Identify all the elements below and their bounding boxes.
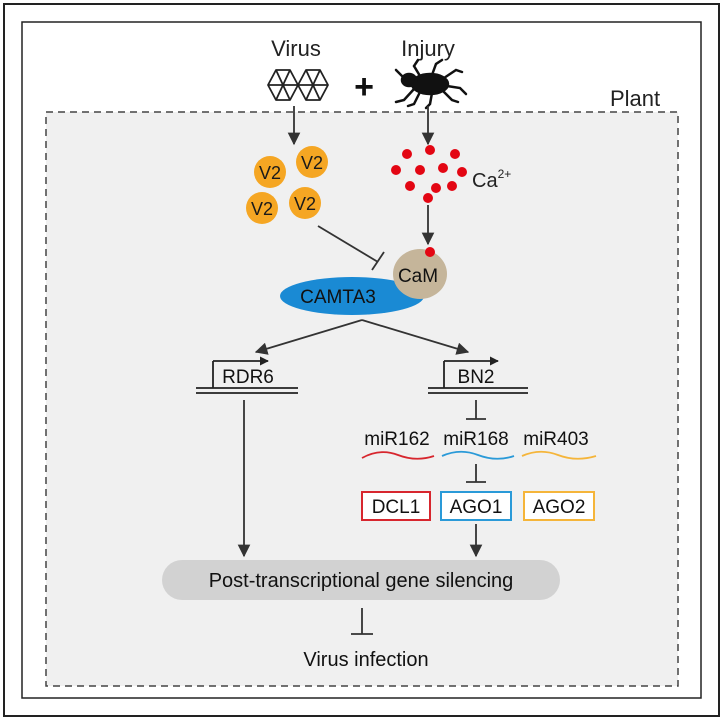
ago2-box — [523, 491, 595, 521]
virus-capsid-icon — [267, 69, 329, 101]
v2-protein-2: V2 — [296, 146, 328, 178]
v2-protein-1: V2 — [254, 156, 286, 188]
outer-frame — [3, 3, 720, 717]
mir403-strand — [521, 450, 597, 460]
cam-bound-calcium — [425, 247, 435, 257]
mir168-inhibits-ago1 — [466, 464, 486, 483]
bn2-gene: BN2 — [428, 356, 528, 394]
mir168-label: miR168 — [443, 429, 508, 450]
v2-inhibits-camta3 — [317, 225, 385, 271]
dcl1-label: DCL1 — [372, 497, 421, 518]
injury-label: Injury — [401, 36, 455, 61]
v2-label: V2 — [259, 163, 281, 183]
plant-label: Plant — [610, 86, 660, 111]
calcium-label: Ca2+ — [472, 167, 511, 192]
virus-infection-label: Virus infection — [303, 649, 428, 671]
bn2-label: BN2 — [458, 367, 495, 388]
v2-label: V2 — [301, 153, 323, 173]
cam-label: CaM — [398, 266, 438, 287]
mir162-strand — [361, 451, 435, 460]
ago1-box — [440, 491, 512, 521]
v2-protein-3: V2 — [246, 192, 278, 224]
mir162-label: miR162 — [364, 429, 429, 450]
plus-sign: + — [354, 68, 374, 106]
ptgs-box — [162, 560, 560, 600]
ago2-label: AGO2 — [533, 497, 586, 518]
camta3-to-rdr6-arrow — [254, 319, 363, 355]
virus-label: Virus — [271, 36, 321, 61]
rdr6-label: RDR6 — [222, 367, 274, 388]
dcl1-box — [361, 491, 431, 521]
calcium-ions — [391, 145, 467, 203]
cam-protein — [393, 249, 447, 299]
mir403-label: miR403 — [523, 429, 588, 450]
inner-frame — [21, 21, 702, 699]
ago1-label: AGO1 — [450, 497, 503, 518]
mir168-strand — [441, 450, 515, 460]
v2-protein-4: V2 — [289, 187, 321, 219]
ptgs-label: Post-transcriptional gene silencing — [209, 570, 514, 592]
v2-label: V2 — [294, 194, 316, 214]
bn2-inhibits-mir168 — [466, 400, 486, 420]
camta3-label: CAMTA3 — [300, 287, 376, 308]
ptgs-inhibits-virus-infection — [351, 608, 373, 635]
insect-icon — [394, 58, 468, 110]
camta3-to-bn2-arrow — [361, 319, 470, 355]
camta3-protein — [280, 277, 424, 315]
rdr6-gene: RDR6 — [196, 356, 298, 394]
v2-label: V2 — [251, 199, 273, 219]
